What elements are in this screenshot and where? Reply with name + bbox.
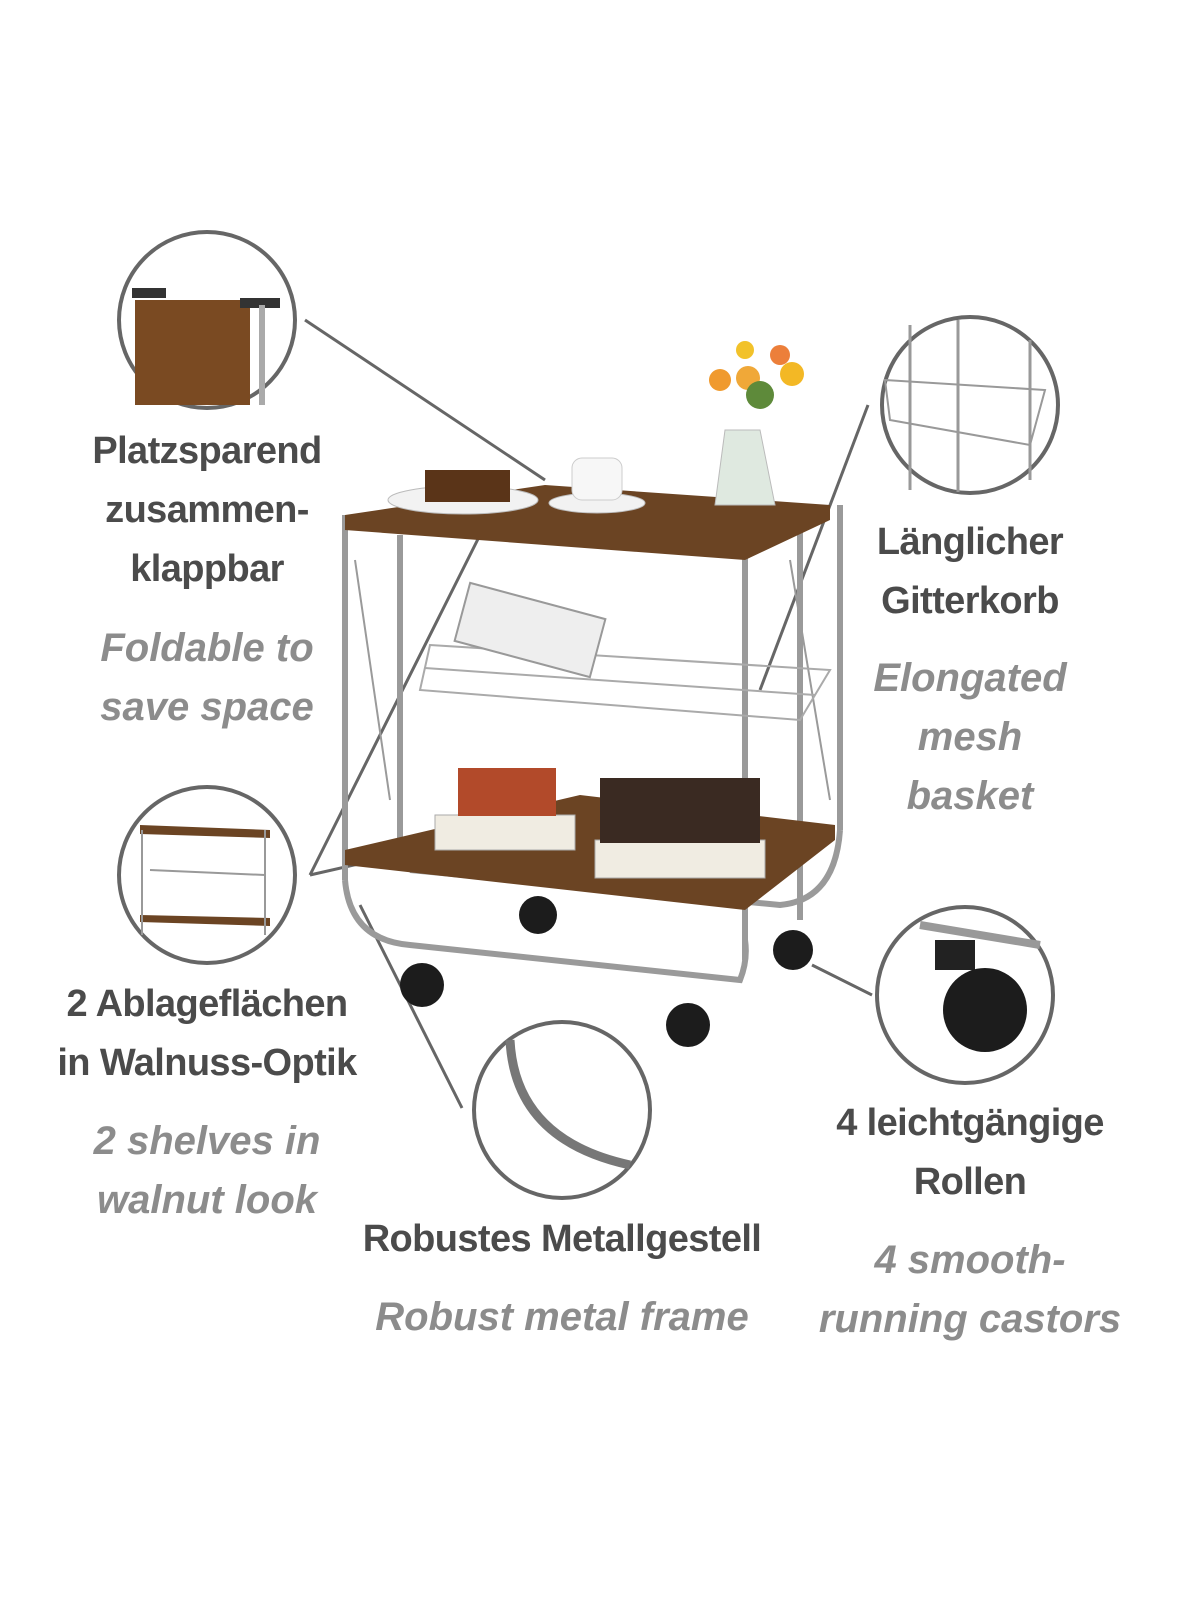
heading-line: 2 Ablageflächen — [66, 983, 348, 1025]
heading-line: Rollen — [913, 1161, 1027, 1203]
heading-line: Platzsparend — [92, 430, 322, 472]
feature-shelves-heading: 2 Ablageflächen in Walnuss-Optik — [0, 975, 427, 1093]
cup — [571, 457, 623, 501]
translation-line: 2 shelves in — [93, 1119, 321, 1163]
translation-line: save space — [100, 685, 314, 729]
heading-line: in Walnuss-Optik — [57, 1042, 357, 1084]
feature-fold-translation: Foldable to save space — [0, 619, 427, 737]
detail-circle-frame — [472, 1020, 652, 1200]
translation-line: Foldable to — [100, 626, 314, 670]
cake — [425, 470, 510, 502]
heading-line: zusammen- — [105, 489, 309, 531]
book-red — [458, 768, 556, 816]
translation-line: running castors — [818, 1297, 1122, 1341]
feature-shelves-translation: 2 shelves in walnut look — [0, 1112, 427, 1230]
callout-line-castors — [811, 963, 873, 997]
feature-fold-heading: Platzsparend zusammen- klappbar — [0, 422, 427, 599]
translation-line: 4 smooth- — [874, 1238, 1066, 1282]
translation-line: basket — [906, 774, 1034, 818]
book-stack-left — [434, 814, 576, 851]
castors — [400, 896, 813, 1047]
mesh-basket — [418, 581, 832, 722]
heading-line: Länglicher — [876, 521, 1064, 563]
feature-castors-translation: 4 smooth- running castors — [750, 1231, 1190, 1349]
detail-circle-fold — [117, 230, 297, 410]
vase — [714, 429, 776, 506]
detail-circle-basket — [880, 315, 1060, 495]
heading-line: 4 leichtgängige — [836, 1102, 1104, 1144]
callout-line-basket — [758, 404, 870, 691]
book-dark — [600, 778, 760, 843]
feature-basket-translation: Elongated mesh basket — [750, 649, 1190, 826]
book-stack-right — [594, 839, 766, 879]
translation-line: walnut look — [97, 1178, 317, 1222]
feature-frame-heading: Robustes Metallgestell — [342, 1210, 782, 1269]
feature-castors-heading: 4 leichtgängige Rollen — [750, 1094, 1190, 1212]
heading-line: Robustes Metallgestell — [362, 1218, 762, 1260]
translation-line: Elongated — [873, 656, 1067, 700]
callout-line-fold — [304, 318, 546, 482]
flowers — [709, 341, 804, 409]
translation-line: Robust metal frame — [375, 1295, 749, 1339]
heading-line: klappbar — [130, 548, 284, 590]
feature-frame-translation: Robust metal frame — [342, 1288, 782, 1347]
detail-circle-cart — [117, 785, 297, 965]
heading-line: Gitterkorb — [881, 580, 1059, 622]
newspaper — [453, 581, 607, 679]
feature-basket-heading: Länglicher Gitterkorb — [750, 513, 1190, 631]
translation-line: mesh — [917, 715, 1023, 759]
detail-circle-castor — [875, 905, 1055, 1085]
